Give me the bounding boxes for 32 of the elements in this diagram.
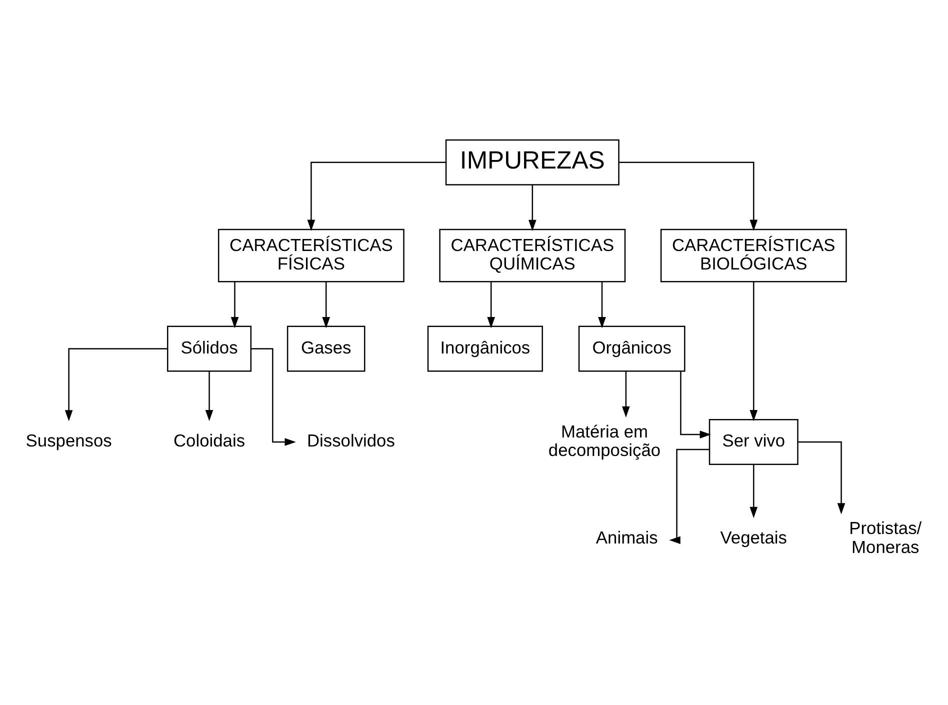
node-text: Animais — [596, 528, 658, 548]
node-box: Sólidos — [167, 326, 252, 372]
node-box: CARACTERÍSTICAS FÍSICAS — [218, 228, 404, 282]
node-text: Dissolvidos — [306, 430, 395, 451]
arrow — [669, 448, 710, 544]
node-box: IMPUREZAS — [445, 139, 620, 186]
node-box: Ser vivo — [708, 419, 798, 465]
arrow — [750, 282, 758, 422]
arrow — [598, 282, 606, 328]
arrow — [618, 162, 758, 231]
arrow — [750, 464, 758, 518]
node-text: Protistas/ Moneras — [849, 518, 922, 557]
node-text: Vegetais — [720, 528, 787, 548]
arrow — [487, 282, 496, 328]
arrow — [322, 282, 330, 328]
arrow — [798, 441, 846, 514]
arrow — [528, 184, 536, 232]
arrow — [64, 348, 168, 422]
arrow — [251, 348, 296, 446]
node-box: Inorgânicos — [427, 326, 543, 372]
node-box: CARACTERÍSTICAS QUÍMICAS — [439, 228, 626, 282]
arrow — [307, 162, 446, 231]
arrow — [230, 282, 239, 328]
arrow — [622, 371, 630, 418]
arrow — [205, 371, 214, 422]
node-text: Suspensos — [26, 430, 112, 451]
node-text: Matéria em decomposição — [548, 421, 661, 460]
node-box: Orgânicos — [578, 326, 686, 372]
node-text: Coloidais — [174, 430, 246, 451]
node-box: Gases — [286, 326, 366, 372]
node-box: CARACTERÍSTICAS BIOLÓGICAS — [660, 228, 847, 282]
arrow — [680, 371, 711, 438]
